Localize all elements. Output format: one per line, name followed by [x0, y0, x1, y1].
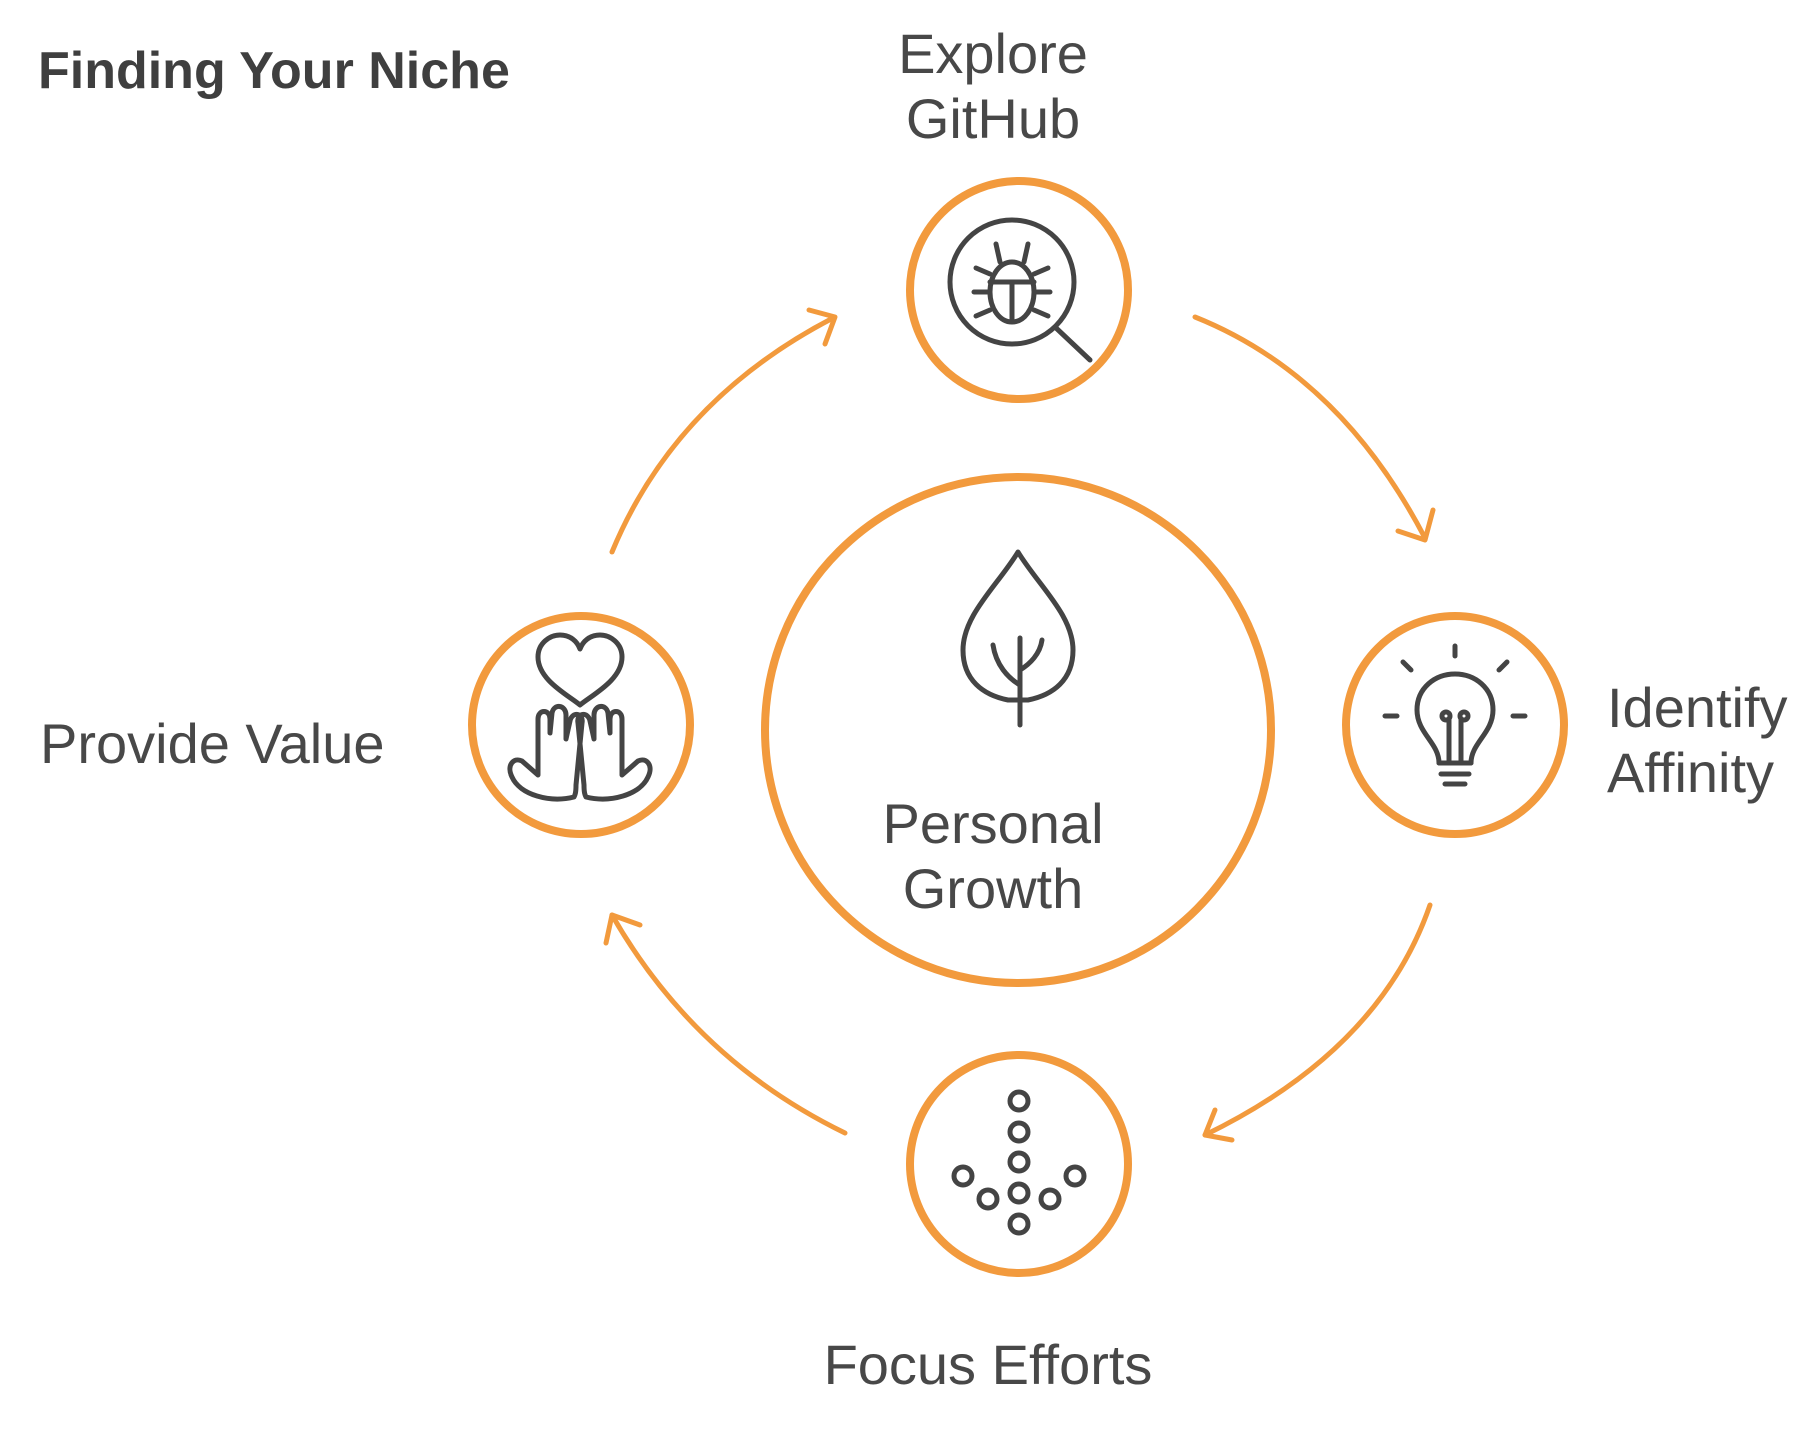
bug-magnifier-icon — [947, 217, 1093, 363]
lightbulb-icon — [1382, 643, 1528, 787]
arrow-focus-to-provide — [603, 912, 848, 1136]
node-focus-efforts: Focus Efforts — [824, 1051, 1153, 1396]
center-node-personal-growth: Personal Growth — [761, 473, 1275, 987]
node-ring — [1342, 612, 1568, 838]
hands-heart-icon — [507, 632, 653, 802]
center-label-line1: Personal — [882, 792, 1103, 855]
arrow-explore-to-identify — [1192, 314, 1436, 543]
cycle-arrows — [603, 307, 1436, 1143]
node-ring — [906, 1051, 1132, 1277]
provide-value-label: Provide Value — [40, 712, 385, 775]
node-provide-value: Provide Value — [40, 612, 694, 838]
arrow-identify-to-focus — [1202, 902, 1433, 1143]
center-label-line2: Growth — [903, 857, 1084, 920]
diagram-title: Finding Your Niche — [38, 42, 510, 100]
node-ring — [906, 177, 1132, 403]
explore-github-label-line2: GitHub — [906, 87, 1080, 150]
center-ring — [761, 473, 1275, 987]
identify-affinity-label-line1: Identify — [1607, 676, 1788, 739]
node-identify-affinity: Identify Affinity — [1342, 612, 1788, 838]
converging-dots-icon — [951, 1089, 1087, 1236]
identify-affinity-label-line2: Affinity — [1607, 741, 1774, 804]
focus-efforts-label: Focus Efforts — [824, 1333, 1153, 1396]
tree-icon — [960, 549, 1076, 728]
node-explore-github: Explore GitHub — [898, 22, 1132, 403]
arrow-provide-to-explore — [609, 307, 838, 555]
explore-github-label-line1: Explore — [898, 22, 1088, 85]
